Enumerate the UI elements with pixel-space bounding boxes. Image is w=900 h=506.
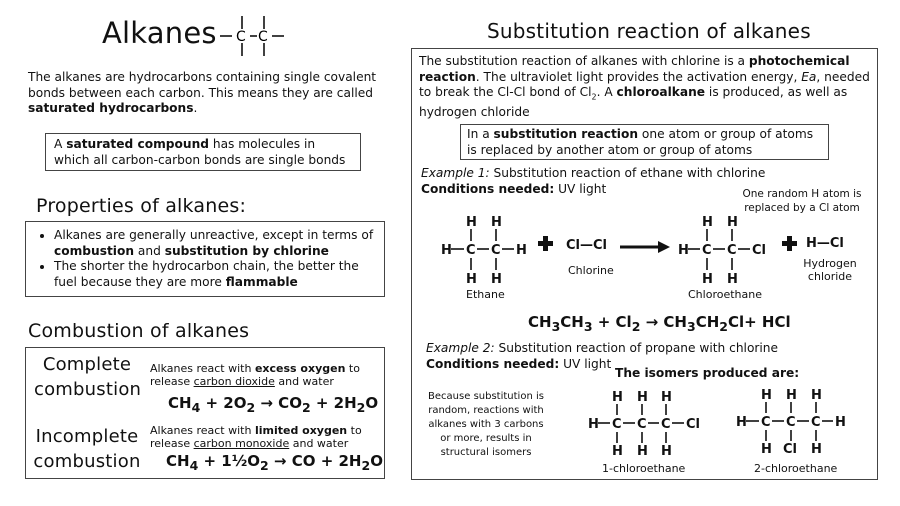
chlorine-atom: Cl bbox=[783, 442, 797, 457]
example2-conditions: Conditions needed: UV light bbox=[426, 357, 612, 371]
combustion-heading: Combustion of alkanes bbox=[28, 320, 250, 342]
list-item: Alkanes are generally unreactive, except… bbox=[54, 228, 378, 259]
carbon-atom: C bbox=[761, 415, 771, 430]
isomer2-label: 2-chloroethane bbox=[754, 462, 838, 475]
properties-box: Alkanes are generally unreactive, except… bbox=[25, 221, 385, 297]
complete-combustion-text: Alkanes react with excess oxygen to rele… bbox=[150, 362, 360, 388]
hydrogen-chloride-formula: H—Cl bbox=[806, 236, 844, 251]
incomplete-combustion-equation: CH4 + 1½O2 → CO + 2H2O bbox=[166, 452, 383, 473]
isomer1-structure: H H H H C C C Cl H H H bbox=[588, 390, 700, 459]
carbon-atom: C bbox=[236, 29, 246, 45]
incomplete-combustion-label: Incomplete combustion bbox=[33, 426, 141, 472]
chlorine-formula: Cl—Cl bbox=[566, 238, 607, 253]
ethane-chlorine-equation: CH3CH3 + Cl2 → CH3CH2Cl+ HCl bbox=[528, 313, 791, 334]
hydrogen-atom: H bbox=[811, 442, 822, 457]
saturated-definition-box: A saturated compound has molecules in wh… bbox=[45, 133, 361, 171]
title-structure: C C bbox=[220, 16, 284, 56]
hydrogen-atom: H bbox=[661, 390, 672, 405]
example2-heading: Example 2: Substitution reaction of prop… bbox=[426, 341, 779, 355]
carbon-atom: C bbox=[727, 243, 737, 258]
hydrogen-atom: H bbox=[491, 272, 502, 287]
combustion-box bbox=[25, 347, 385, 479]
hydrogen-atom: H bbox=[727, 272, 738, 287]
substitution-title: Substitution reaction of alkanes bbox=[487, 19, 811, 43]
hydrogen-atom: H bbox=[736, 415, 747, 430]
carbon-atom: C bbox=[786, 415, 796, 430]
hydrogen-atom: H bbox=[786, 388, 797, 403]
hydrogen-atom: H bbox=[727, 215, 738, 230]
carbon-atom: C bbox=[612, 417, 622, 432]
hydrogen-atom: H bbox=[516, 243, 527, 258]
example1-note: One random H atom is replaced by a Cl at… bbox=[742, 188, 862, 214]
reaction-arrow bbox=[620, 241, 670, 253]
example1-conditions: Conditions needed: UV light bbox=[421, 182, 607, 196]
hydrogen-atom: H bbox=[466, 272, 477, 287]
hydrogen-atom: H bbox=[637, 444, 648, 459]
chlorine-atom: Cl bbox=[752, 243, 766, 258]
hydrogen-atom: H bbox=[678, 243, 689, 258]
hydrogen-atom: H bbox=[612, 390, 623, 405]
plus-sign bbox=[538, 236, 553, 251]
hydrogen-atom: H bbox=[661, 444, 672, 459]
isomer2-structure: H H H H C C C H H Cl H bbox=[736, 388, 846, 457]
hydrogen-atom: H bbox=[702, 272, 713, 287]
carbon-atom: C bbox=[811, 415, 821, 430]
ethane-structure: H H H C C H H H bbox=[441, 215, 527, 287]
hydrogen-chloride-label: Hydrogen chloride bbox=[803, 257, 857, 283]
hydrogen-atom: H bbox=[637, 390, 648, 405]
carbon-atom: C bbox=[466, 243, 476, 258]
list-item: The shorter the hydrocarbon chain, the b… bbox=[54, 259, 378, 290]
chloroethane-label: Chloroethane bbox=[688, 288, 762, 301]
hydrogen-atom: H bbox=[491, 215, 502, 230]
alkanes-intro: The alkanes are hydrocarbons containing … bbox=[28, 70, 377, 115]
hydrogen-atom: H bbox=[702, 215, 713, 230]
hydrogen-atom: H bbox=[588, 417, 599, 432]
incomplete-combustion-text: Alkanes react with limited oxygen to rel… bbox=[150, 424, 362, 450]
carbon-atom: C bbox=[258, 29, 268, 45]
properties-list: Alkanes are generally unreactive, except… bbox=[34, 228, 378, 290]
page-title: Alkanes bbox=[102, 16, 217, 50]
example1-heading: Example 1: Substitution reaction of etha… bbox=[421, 166, 766, 180]
isomer1-label: 1-chloroethane bbox=[602, 462, 686, 475]
hydrogen-atom: H bbox=[466, 215, 477, 230]
hydrogen-atom: H bbox=[761, 442, 772, 457]
ethane-label: Ethane bbox=[466, 288, 505, 301]
carbon-atom: C bbox=[637, 417, 647, 432]
chlorine-atom: Cl bbox=[686, 417, 700, 432]
hydrogen-atom: H bbox=[811, 388, 822, 403]
hydrogen-atom: H bbox=[441, 243, 452, 258]
carbon-atom: C bbox=[661, 417, 671, 432]
properties-heading: Properties of alkanes: bbox=[36, 195, 247, 217]
structural-isomers-note: Because substitution is random, reaction… bbox=[428, 391, 544, 458]
substitution-box bbox=[411, 48, 878, 480]
isomers-heading: The isomers produced are: bbox=[615, 366, 800, 380]
substitution-definition-box: In a substitution reaction one atom or g… bbox=[460, 124, 829, 160]
plus-sign bbox=[782, 236, 797, 251]
carbon-atom: C bbox=[702, 243, 712, 258]
hydrogen-atom: H bbox=[835, 415, 846, 430]
hydrogen-atom: H bbox=[761, 388, 772, 403]
complete-combustion-equation: CH4 + 2O2 → CO2 + 2H2O bbox=[168, 394, 379, 415]
carbon-atom: C bbox=[491, 243, 501, 258]
complete-combustion-label: Complete combustion bbox=[34, 354, 142, 400]
hydrogen-atom: H bbox=[612, 444, 623, 459]
chloroethane-structure: H H H C C Cl H H bbox=[678, 215, 766, 287]
substitution-intro: The substitution reaction of alkanes wit… bbox=[419, 54, 870, 119]
chlorine-label: Chlorine bbox=[568, 264, 614, 277]
